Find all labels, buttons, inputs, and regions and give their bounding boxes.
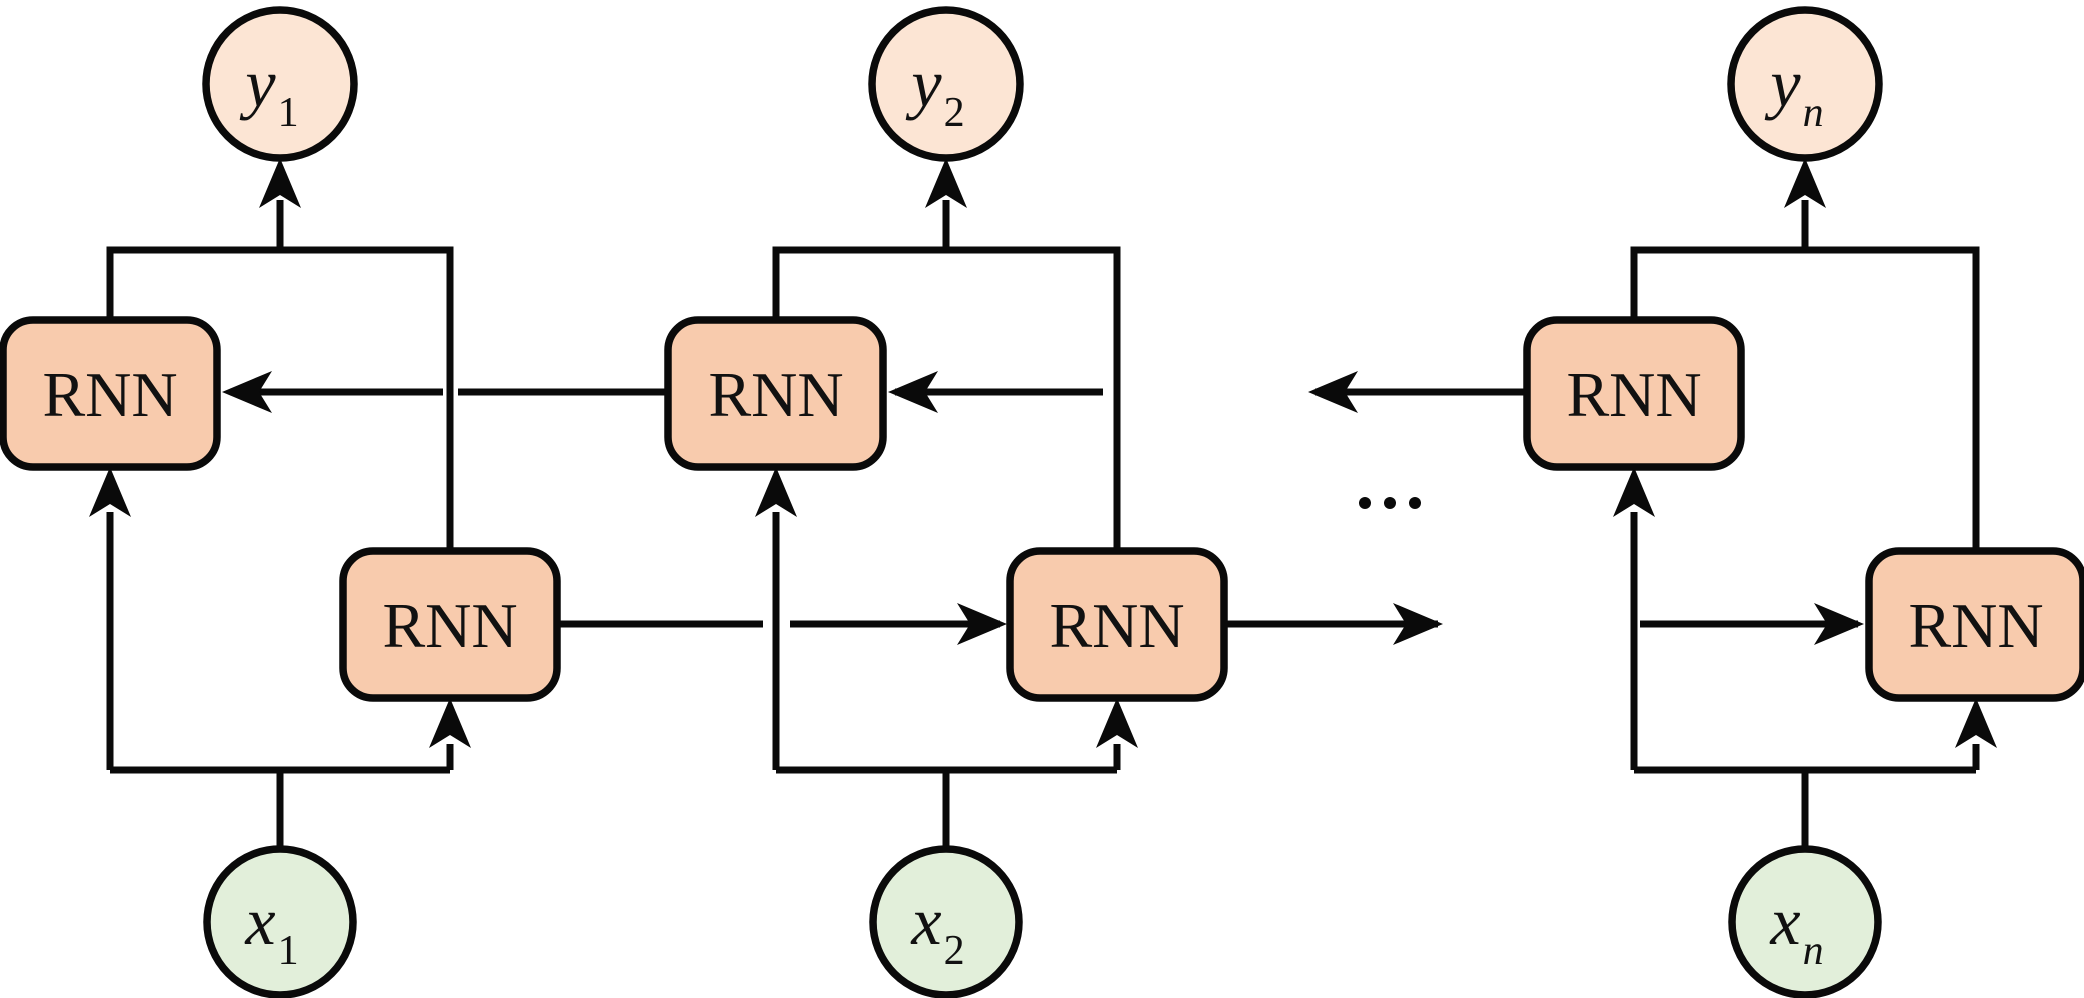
arrow-up-icon — [1613, 467, 1655, 517]
input-node-x2 — [869, 845, 1023, 998]
backward-rnn-cell-2-label: RNN — [708, 359, 843, 430]
arrow-up-icon — [1955, 698, 1997, 748]
backward-chain — [222, 371, 1527, 413]
timestep-1: RNN RNN y1 x1 — [0, 6, 561, 998]
timestep-2: RNN RNN y2 x2 — [664, 6, 1228, 998]
forward-rnn-cell-n-label: RNN — [1908, 590, 2043, 661]
backward-rnn-cell-1 — [0, 316, 221, 471]
forward-rnn-cell-n — [1865, 547, 2084, 702]
output-node-y1 — [202, 6, 358, 162]
timestep-n: RNN RNN yn xn — [1523, 6, 2084, 998]
ellipsis-dot — [1409, 497, 1421, 509]
output-node-y2 — [868, 6, 1024, 162]
arrow-up-icon — [1096, 698, 1138, 748]
input-connector-1 — [106, 512, 454, 851]
output-node-yn — [1727, 6, 1883, 162]
output-label-yn: yn — [1764, 45, 1823, 136]
output-label-y2: y2 — [905, 45, 964, 136]
input-connector-n — [1630, 512, 1980, 851]
input-label-x1: x1 — [244, 883, 298, 974]
ellipsis-dot — [1359, 497, 1371, 509]
backward-rnn-cell-n-label: RNN — [1566, 359, 1701, 430]
input-connector-2 — [772, 512, 1121, 851]
forward-rnn-cell-2-label: RNN — [1049, 590, 1184, 661]
ellipsis-dot — [1384, 497, 1396, 509]
input-label-xn: xn — [1769, 883, 1823, 974]
ellipsis — [1359, 497, 1421, 509]
input-label-x2: x2 — [910, 883, 964, 974]
forward-chain — [557, 603, 1864, 645]
backward-rnn-cell-1-label: RNN — [42, 359, 177, 430]
arrow-up-icon — [755, 467, 797, 517]
arrow-up-icon — [429, 698, 471, 748]
input-node-xn — [1728, 845, 1882, 998]
output-label-y1: y1 — [239, 45, 298, 136]
arrow-up-icon — [89, 467, 131, 517]
forward-rnn-cell-1-label: RNN — [382, 590, 517, 661]
input-node-x1 — [203, 845, 357, 998]
